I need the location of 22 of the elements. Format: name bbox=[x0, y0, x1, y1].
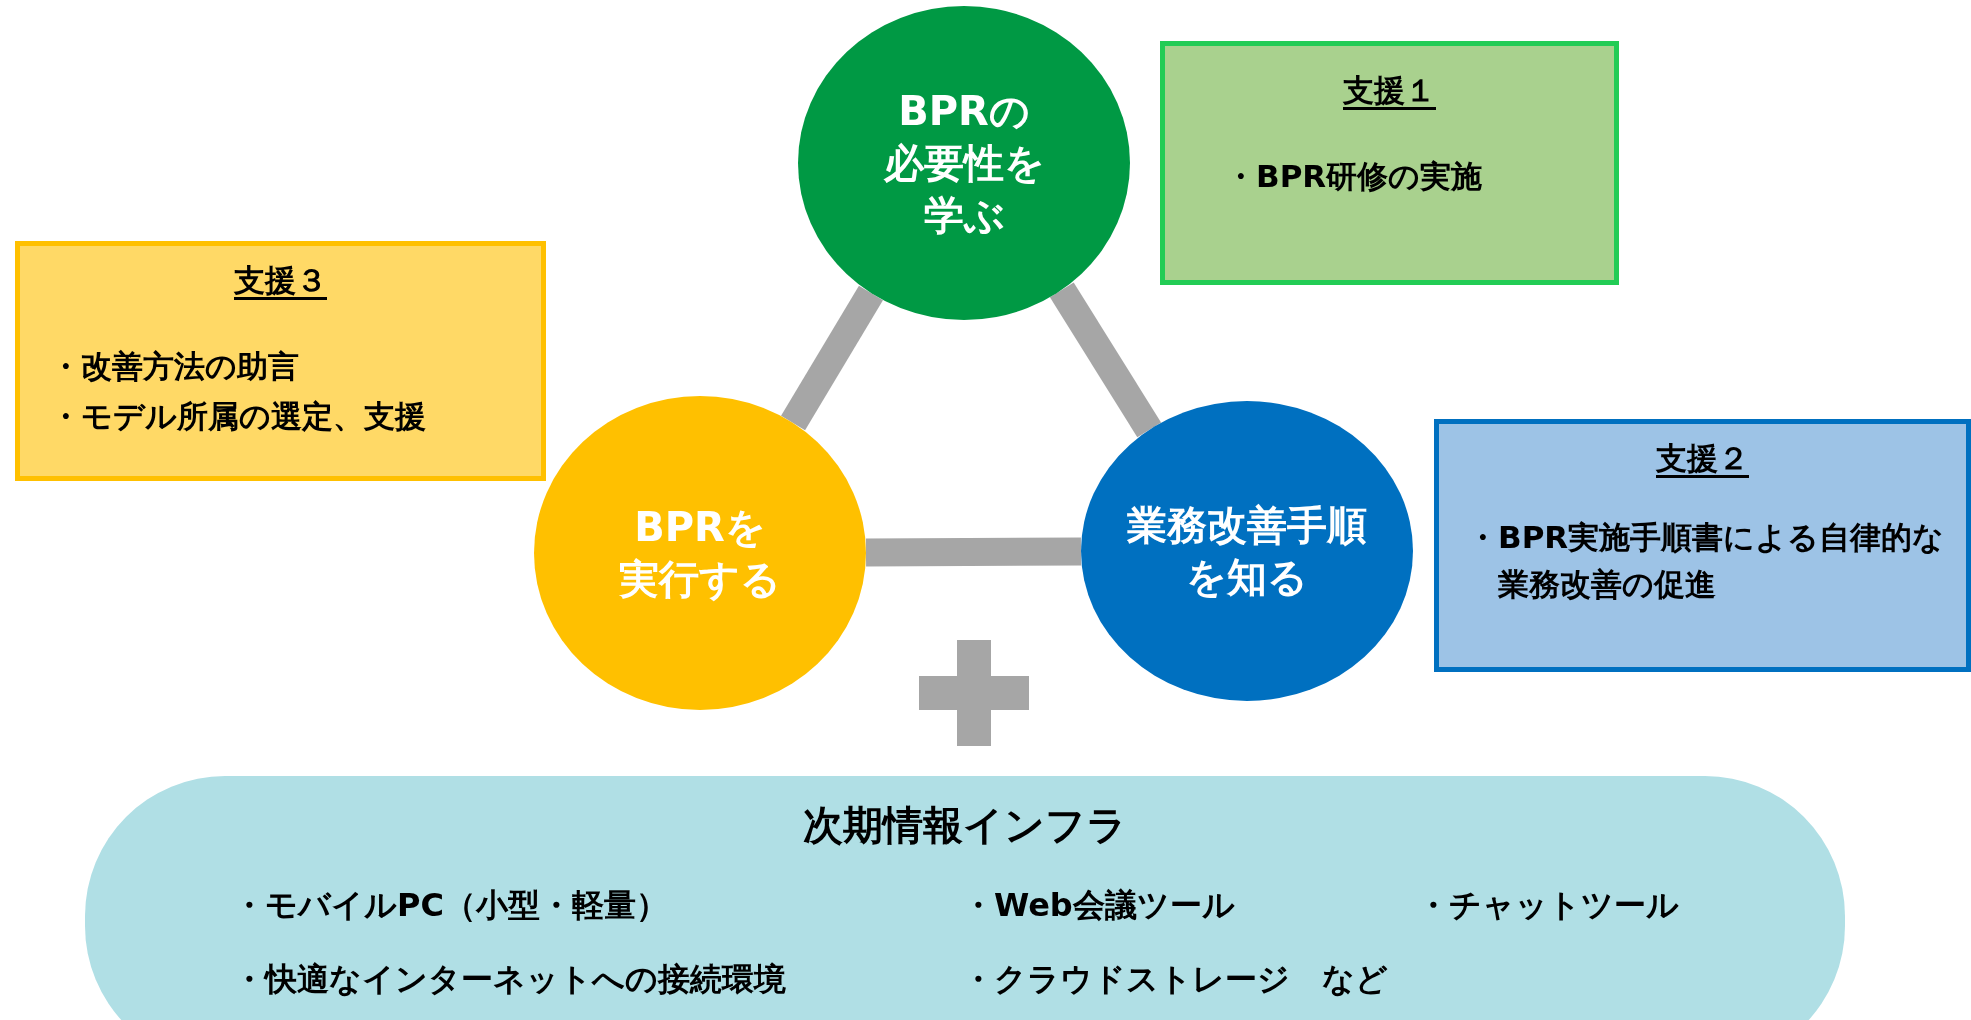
circle-label: 業務改善手順を知る bbox=[1126, 501, 1368, 602]
connector-bar bbox=[865, 537, 1082, 567]
connector-bar bbox=[781, 285, 883, 431]
panel-heading: 次期情報インフラ bbox=[803, 801, 1127, 850]
bullet-item: ・モデル所属の選定、支援 bbox=[50, 397, 426, 436]
bullet-item: ・クラウドストレージ など bbox=[962, 959, 1388, 1000]
info-box bbox=[1160, 41, 1619, 285]
bullet-item: ・BPR実施手順書による自律的な業務改善の促進 bbox=[1467, 518, 1946, 604]
info-box bbox=[1434, 419, 1971, 672]
bullet-item: ・モバイルPC（小型・軽量） bbox=[233, 885, 668, 926]
bullet-item: ・Web会議ツール bbox=[962, 885, 1235, 926]
circle-label: BPRを実行する bbox=[618, 503, 782, 604]
info-box bbox=[15, 241, 546, 481]
box-heading: 支援３ bbox=[234, 261, 327, 300]
bullet-item: ・快適なインターネットへの接続環境 bbox=[233, 959, 786, 1000]
box-heading: 支援１ bbox=[1343, 71, 1436, 110]
circle-label: BPRの必要性を学ぶ bbox=[882, 87, 1046, 240]
box-heading: 支援２ bbox=[1656, 439, 1749, 478]
bullet-item: ・改善方法の助言 bbox=[50, 347, 299, 386]
bullet-item: ・チャットツール bbox=[1417, 885, 1679, 926]
bullet-item: ・BPR研修の実施 bbox=[1225, 157, 1483, 196]
connector-bar bbox=[1049, 282, 1162, 438]
